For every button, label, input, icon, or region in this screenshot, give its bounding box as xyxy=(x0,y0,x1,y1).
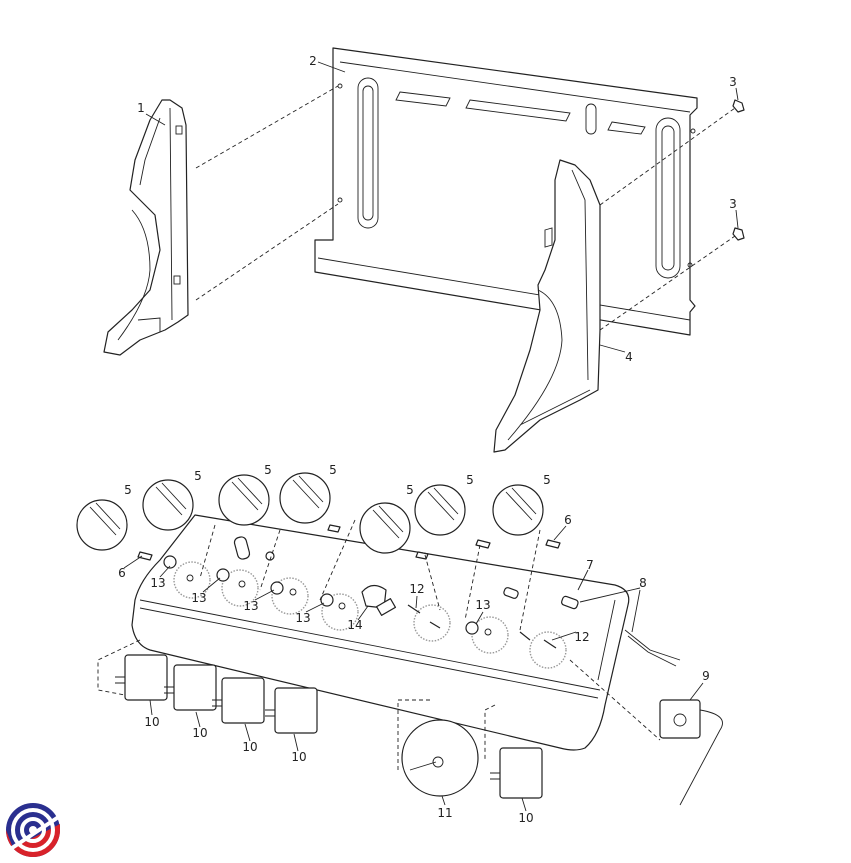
callout-indicator-lamp: 8 xyxy=(639,576,647,590)
callout-nut: 13 xyxy=(295,611,310,625)
screw-top xyxy=(732,99,745,113)
timer xyxy=(401,719,479,797)
control-knobs xyxy=(76,472,544,554)
callout-screw-top: 3 xyxy=(729,75,737,89)
callout-regulator: 10 xyxy=(291,750,306,764)
callout-knob: 5 xyxy=(264,463,272,477)
callout-clip: 6 xyxy=(564,513,572,527)
screw-bottom xyxy=(732,227,745,241)
callout-regulator: 10 xyxy=(518,811,533,825)
callout-nut: 13 xyxy=(243,599,258,613)
knob xyxy=(414,484,466,536)
brand-logo xyxy=(1,803,65,857)
callout-regulator: 10 xyxy=(242,740,257,754)
knob xyxy=(76,499,128,551)
callout-knob: 5 xyxy=(466,473,474,487)
knob xyxy=(218,474,270,526)
callout-rocker-switch: 14 xyxy=(347,618,362,632)
knob xyxy=(359,502,411,554)
callout-knob: 5 xyxy=(124,483,132,497)
callout-labels: 1 2 3 3 4 5 5 5 5 5 5 5 6 6 7 8 9 10 10 … xyxy=(118,54,737,825)
callout-nut: 13 xyxy=(475,598,490,612)
callout-knob: 5 xyxy=(543,473,551,487)
callout-knob: 5 xyxy=(406,483,414,497)
callout-screw: 12 xyxy=(574,630,589,644)
knob xyxy=(279,472,331,524)
knob xyxy=(142,479,194,531)
callout-regulator: 10 xyxy=(144,715,159,729)
callout-timer: 11 xyxy=(437,806,452,820)
side-bracket-left xyxy=(103,99,189,356)
callout-back-panel: 2 xyxy=(309,54,317,68)
callout-screw-bottom: 3 xyxy=(729,197,737,211)
back-panel xyxy=(314,47,698,336)
callout-thermostat: 9 xyxy=(702,669,710,683)
callout-knob: 5 xyxy=(194,469,202,483)
thermostat xyxy=(659,699,723,806)
knob xyxy=(492,484,544,536)
callout-clip: 6 xyxy=(118,566,126,580)
callout-side-bracket-left: 1 xyxy=(137,101,145,115)
callout-side-bracket-right: 4 xyxy=(625,350,633,364)
energy-regulators xyxy=(115,654,543,799)
callout-knob: 5 xyxy=(329,463,337,477)
callout-screw: 12 xyxy=(409,582,424,596)
callout-nut: 13 xyxy=(191,591,206,605)
callout-regulator: 10 xyxy=(192,726,207,740)
callout-control-panel: 7 xyxy=(586,558,594,572)
callout-nut: 13 xyxy=(150,576,165,590)
control-panel xyxy=(131,514,630,751)
